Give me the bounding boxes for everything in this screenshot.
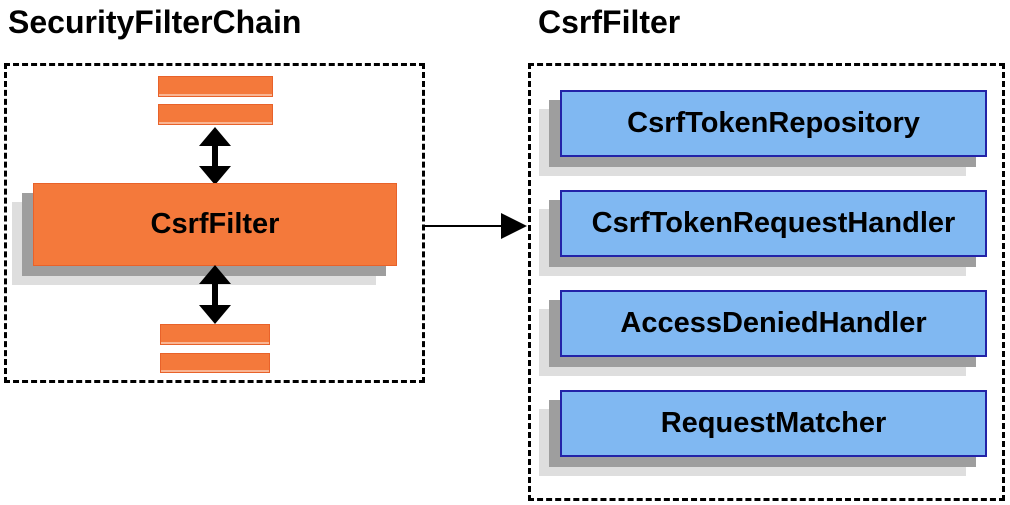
bidirectional-arrow-icon <box>199 265 231 324</box>
component-label: CsrfTokenRequestHandler <box>591 207 956 239</box>
component-box-csrf-token-repository: CsrfTokenRepository <box>560 90 987 157</box>
component-label: RequestMatcher <box>660 407 887 439</box>
component-box-access-denied-handler: AccessDeniedHandler <box>560 290 987 357</box>
filter-placeholder-bar <box>160 353 270 373</box>
csrf-filter-title: CsrfFilter <box>538 4 681 40</box>
bidirectional-arrow-icon <box>199 127 231 185</box>
security-filter-chain-title: SecurityFilterChain <box>8 4 302 40</box>
filter-placeholder-bar <box>158 76 273 97</box>
component-box-request-matcher: RequestMatcher <box>560 390 987 457</box>
csrf-filter-node-label: CsrfFilter <box>150 208 280 240</box>
security-filter-chain-box: CsrfFilter <box>4 63 425 383</box>
filter-placeholder-bar <box>160 324 270 345</box>
csrf-filter-node: CsrfFilter <box>33 183 397 266</box>
right-arrow-icon <box>423 213 527 239</box>
csrf-filter-components-box: CsrfTokenRepository CsrfTokenRequestHand… <box>528 63 1005 501</box>
component-label: CsrfTokenRepository <box>627 107 920 139</box>
filter-placeholder-bar <box>158 104 273 125</box>
component-label: AccessDeniedHandler <box>620 307 927 339</box>
component-box-csrf-token-request-handler: CsrfTokenRequestHandler <box>560 190 987 257</box>
